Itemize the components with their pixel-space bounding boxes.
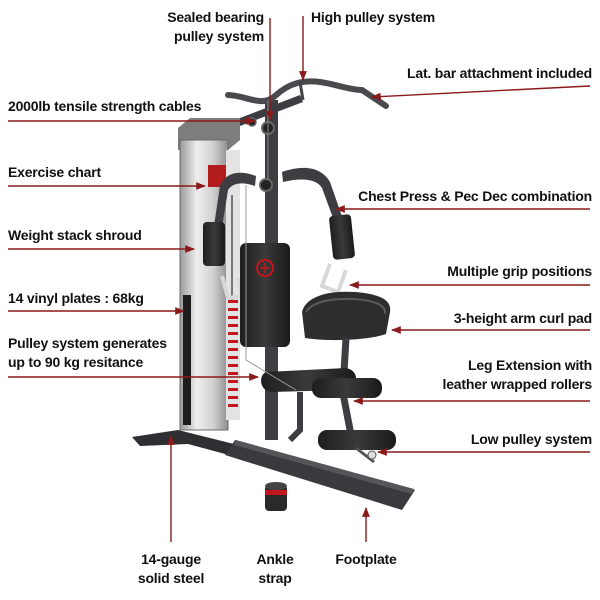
brand-logo <box>256 259 274 277</box>
leg-extension <box>312 377 396 464</box>
label-leg-ext-line1: Leg Extension with <box>468 357 592 373</box>
backrest-pad <box>240 243 290 347</box>
label-ankle-line2: strap <box>258 570 292 586</box>
label-pulley-gen: Pulley system generates up to 90 kg resi… <box>8 334 167 372</box>
label-pulley-gen-line1: Pulley system generates <box>8 335 167 351</box>
chest-press-right-arm <box>282 167 344 226</box>
pulley-wheel-mid <box>259 178 273 192</box>
label-leg-ext: Leg Extension with leather wrapped rolle… <box>442 356 593 394</box>
weight-stack-shroud <box>178 118 240 431</box>
label-vinyl: 14 vinyl plates : 68kg <box>8 290 144 306</box>
upper-roller <box>312 378 382 398</box>
leader-lines <box>8 16 591 542</box>
label-shroud: Weight stack shroud <box>8 227 142 243</box>
label-pulley-gen-line2: up to 90 kg resitance <box>8 354 144 370</box>
lat-bar <box>225 78 389 109</box>
label-ankle: Ankle strap <box>240 550 310 588</box>
arm-curl-pad <box>302 291 391 341</box>
chest-pad-left <box>203 222 225 266</box>
label-gauge-line2: solid steel <box>137 570 205 586</box>
label-gauge: 14-gauge solid steel <box>126 550 216 588</box>
chest-pad-right <box>329 214 355 260</box>
label-sealed-bearing-line1: Sealed bearing <box>167 9 264 25</box>
base-frame <box>132 430 250 458</box>
label-low-pulley: Low pulley system <box>470 431 592 447</box>
ankle-strap <box>265 482 287 511</box>
plate-stack <box>228 300 238 407</box>
label-gauge-line1: 14-gauge <box>141 551 201 567</box>
weight-plates <box>183 295 191 425</box>
label-high-pulley: High pulley system <box>311 9 435 25</box>
label-curl-pad: 3-height arm curl pad <box>453 310 592 326</box>
label-sealed-bearing-line2: pulley system <box>174 28 264 44</box>
grip-handle-right <box>319 263 348 295</box>
label-tensile: 2000lb tensile strength cables <box>8 98 202 114</box>
leader-lat-bar <box>371 85 591 101</box>
footplate-rail <box>225 440 415 510</box>
label-sealed-bearing: Sealed bearing pulley system <box>167 8 264 46</box>
label-ankle-line1: Ankle <box>256 551 294 567</box>
label-exercise-chart: Exercise chart <box>8 164 101 180</box>
label-leg-ext-line2: leather wrapped rollers <box>442 376 593 392</box>
label-footplate: Footplate <box>335 551 397 567</box>
exercise-chart-panel <box>208 165 226 187</box>
label-grip: Multiple grip positions <box>447 263 592 279</box>
machine <box>132 78 415 511</box>
label-lat-bar: Lat. bar attachment included <box>407 65 592 81</box>
chest-press-left-arm <box>214 172 256 228</box>
lower-roller <box>318 430 396 450</box>
label-chest-press: Chest Press & Pec Dec combination <box>358 188 592 204</box>
